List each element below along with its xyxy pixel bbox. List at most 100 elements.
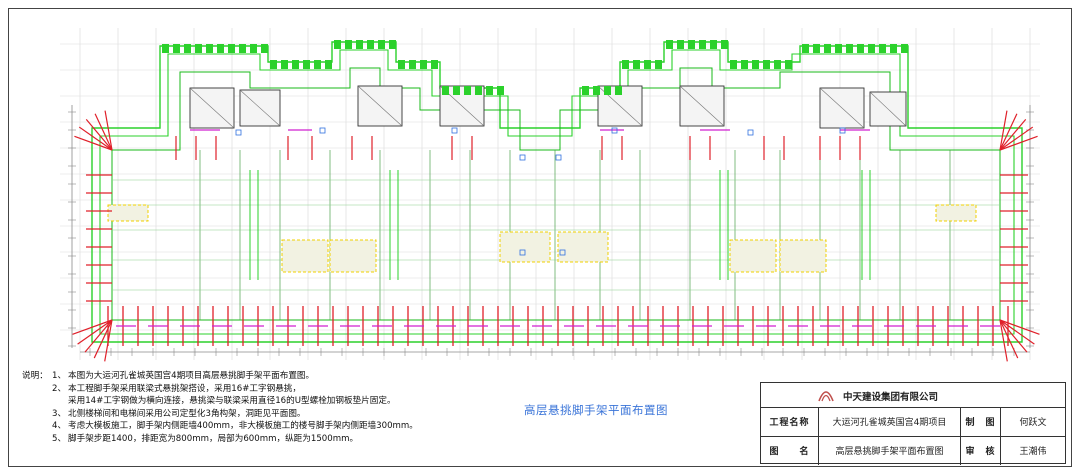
scaffold-bracket	[431, 60, 438, 69]
scaffold-bracket	[774, 60, 781, 69]
scaffold-outline	[91, 41, 1023, 343]
scaffold-bracket	[261, 44, 268, 53]
corner-beam	[999, 319, 1028, 353]
corner-beam	[999, 118, 1027, 151]
title-block: 中天建设集团有限公司 工程名称 大运河孔雀城英国宫4期项目 制 图 何跃文 图 …	[760, 382, 1066, 465]
scaffold-bracket	[453, 86, 460, 95]
scaffold-bracket	[217, 44, 224, 53]
column-marker	[555, 154, 562, 161]
scaffold-bracket	[655, 60, 662, 69]
company-name: 中天建设集团有限公司	[843, 392, 939, 403]
column-marker	[235, 129, 242, 136]
scaffold-bracket	[162, 44, 169, 53]
scaffold-bracket	[239, 44, 246, 53]
corner-beam	[999, 319, 1008, 362]
scaffold-bracket	[378, 40, 385, 49]
corner-beam	[104, 110, 113, 151]
scaffold-bracket	[857, 44, 864, 53]
stair-diagonal	[819, 87, 865, 129]
scaffold-bracket	[195, 44, 202, 53]
project-label: 工程名称	[761, 407, 819, 436]
scaffold-bracket	[730, 60, 737, 69]
scaffold-bracket	[604, 86, 611, 95]
drawing-title: 高层悬挑脚手架平面布置图	[524, 403, 668, 417]
scaffold-bracket	[334, 40, 341, 49]
drawing-name-label: 图 名	[761, 436, 819, 465]
scaffold-bracket	[677, 40, 684, 49]
scaffold-bracket	[644, 60, 651, 69]
corner-beam	[72, 319, 113, 335]
drawing-sheet	[8, 8, 1072, 467]
balcony-area	[499, 231, 551, 263]
scaffold-bracket	[593, 86, 600, 95]
corner-beam	[999, 319, 1035, 345]
corner-beam	[999, 110, 1008, 151]
column-marker	[519, 249, 526, 256]
note-item: 4、考虑大模板施工，脚手架内侧距墙400mm，非大模板施工的楼号脚手架内侧距墙3…	[52, 421, 418, 432]
stair-diagonal	[357, 85, 403, 127]
corner-beam	[999, 319, 1040, 335]
balcony-area	[329, 239, 377, 273]
corner-beam	[93, 319, 113, 359]
scaffold-bracket	[270, 60, 277, 69]
scaffold-bracket	[868, 44, 875, 53]
reviewer-name: 王潮伟	[1019, 447, 1047, 457]
scaffold-bracket	[303, 60, 310, 69]
scaffold-bracket	[367, 40, 374, 49]
scaffold-bracket	[879, 44, 886, 53]
note-item: 2、本工程脚手架采用联梁式悬挑架搭设，采用16#工字钢悬挑，	[52, 383, 301, 394]
drafter-label: 制 图	[961, 407, 1001, 436]
project-name: 大运河孔雀城英国宫4期项目	[819, 407, 961, 436]
stair-diagonal	[869, 91, 907, 127]
scaffold-bracket	[281, 60, 288, 69]
column-marker	[319, 127, 326, 134]
scaffold-bracket	[741, 60, 748, 69]
scaffold-bracket	[325, 60, 332, 69]
scaffold-bracket	[464, 86, 471, 95]
company-logo-icon	[818, 391, 834, 402]
scaffold-bracket	[615, 86, 622, 95]
scaffold-bracket	[688, 40, 695, 49]
drafter-name: 何跃文	[1019, 418, 1047, 428]
scaffold-bracket	[173, 44, 180, 53]
notes-header: 说明：	[22, 371, 48, 381]
corner-beam	[85, 118, 113, 151]
balcony-area	[281, 239, 329, 273]
stair-diagonal	[189, 87, 235, 129]
stair-diagonal	[679, 85, 725, 127]
scaffold-bracket	[345, 40, 352, 49]
scaffold-inner-line	[99, 49, 1015, 335]
corner-beam	[74, 135, 113, 151]
scaffold-bracket	[699, 40, 706, 49]
scaffold-bracket	[420, 60, 427, 69]
scaffold-bracket	[184, 44, 191, 53]
title-row-drawing: 图 名 高层悬挑脚手架平面布置图 审 核 王潮伟	[761, 436, 1065, 465]
reviewer-label: 审 核	[961, 436, 1001, 465]
scaffold-bracket	[475, 86, 482, 95]
balcony-area	[935, 204, 977, 222]
column-marker	[611, 127, 618, 134]
note-item: 1、本图为大运河孔雀城英国宫4期项目高层悬挑脚手架平面布置图。	[52, 371, 315, 381]
column-marker	[747, 129, 754, 136]
corner-beam	[999, 319, 1019, 359]
scaffold-bracket	[710, 40, 717, 49]
column-marker	[519, 154, 526, 161]
scaffold-bracket	[813, 44, 820, 53]
corner-beam	[94, 113, 113, 151]
scaffold-bracket	[846, 44, 853, 53]
scaffold-bracket	[901, 44, 908, 53]
balcony-area	[729, 239, 777, 273]
scaffold-bracket	[666, 40, 673, 49]
corner-beam	[84, 319, 113, 353]
scaffold-bracket	[497, 86, 504, 95]
scaffold-bracket	[250, 44, 257, 53]
scaffold-bracket	[356, 40, 363, 49]
title-block-company: 中天建设集团有限公司	[761, 383, 1065, 408]
scaffold-bracket	[398, 60, 405, 69]
notes-list: 1、本图为大运河孔雀城英国宫4期项目高层悬挑脚手架平面布置图。 2、本工程脚手架…	[22, 370, 622, 446]
notes-block: 说明： 1、本图为大运河孔雀城英国宫4期项目高层悬挑脚手架平面布置图。 2、本工…	[22, 370, 622, 446]
corner-beam	[999, 113, 1018, 151]
drawing-name: 高层悬挑脚手架平面布置图	[819, 436, 961, 465]
scaffold-bracket	[763, 60, 770, 69]
